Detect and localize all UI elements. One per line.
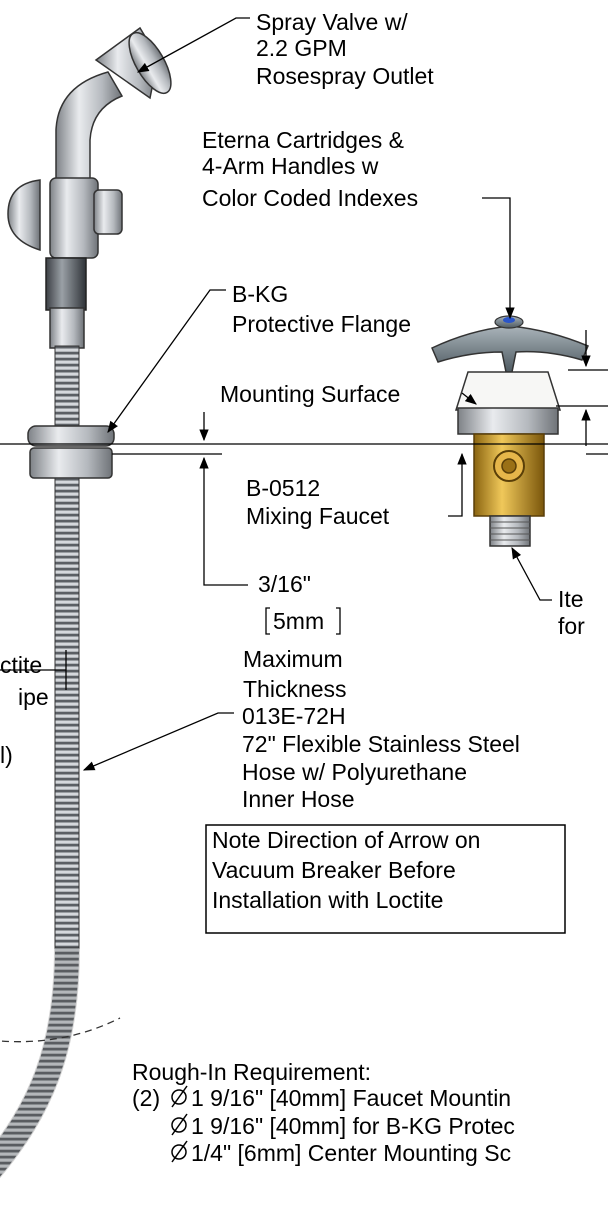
svg-text:Inner Hose: Inner Hose	[242, 786, 355, 812]
svg-text:Vacuum Breaker Before: Vacuum Breaker Before	[212, 857, 456, 883]
svg-text:Mixing Faucet: Mixing Faucet	[246, 503, 390, 529]
note-box	[205, 824, 566, 934]
svg-text:Rough-In Requirement:: Rough-In Requirement:	[132, 1059, 371, 1085]
svg-text:B-0512: B-0512	[246, 475, 320, 501]
svg-text:Maximum: Maximum	[243, 646, 343, 672]
label-left-partial: ctite ipe l)	[0, 652, 49, 768]
svg-text:Spray Valve w/: Spray Valve w/	[256, 9, 408, 35]
spray-valve-drawing	[0, 26, 172, 1179]
svg-text:Eterna Cartridges &: Eterna Cartridges &	[202, 127, 404, 153]
svg-text:Ite: Ite	[558, 586, 584, 612]
svg-text:1/4" [6mm] Center Mounting Sc: 1/4" [6mm] Center Mounting Sc	[191, 1140, 511, 1166]
label-cartridges: Eterna Cartridges & 4-Arm Handles w Colo…	[202, 127, 418, 211]
svg-text:l): l)	[0, 742, 13, 768]
svg-text:Rosespray Outlet: Rosespray Outlet	[256, 63, 434, 89]
svg-text:72" Flexible Stainless Steel: 72" Flexible Stainless Steel	[242, 731, 520, 757]
svg-text:Color Coded Indexes: Color Coded Indexes	[202, 185, 418, 211]
label-mounting-surface: Mounting Surface	[220, 381, 400, 407]
label-item-partial: Ite for	[558, 586, 585, 639]
dimension-lines	[0, 330, 608, 586]
svg-text:for: for	[558, 613, 585, 639]
label-thickness: 3/16" 5mm Maximum Thickness	[243, 571, 347, 702]
svg-text:Protective Flange: Protective Flange	[232, 311, 411, 337]
label-mixing-faucet: B-0512 Mixing Faucet	[246, 475, 390, 529]
label-hose: 013E-72H 72" Flexible Stainless Steel Ho…	[242, 703, 520, 812]
svg-text:ctite: ctite	[0, 652, 42, 678]
svg-text:2.2 GPM: 2.2 GPM	[256, 35, 347, 61]
svg-text:Installation with Loctite: Installation with Loctite	[212, 887, 443, 913]
rough-in-requirement: Rough-In Requirement: (2) 1 9/16" [40mm]…	[132, 1059, 515, 1166]
svg-text:Hose w/ Polyurethane: Hose w/ Polyurethane	[242, 759, 467, 785]
svg-text:3/16": 3/16"	[258, 571, 311, 597]
svg-text:ipe: ipe	[18, 684, 49, 710]
diameter-icon	[171, 1085, 188, 1163]
note-text: Note Direction of Arrow on Vacuum Breake…	[212, 827, 480, 913]
label-spray-valve: Spray Valve w/ 2.2 GPM Rosespray Outlet	[256, 9, 434, 89]
svg-text:Note Direction of Arrow on: Note Direction of Arrow on	[212, 827, 480, 853]
leader-lines	[0, 17, 552, 1043]
svg-text:1 9/16" [40mm] for B-KG Protec: 1 9/16" [40mm] for B-KG Protec	[191, 1113, 515, 1139]
svg-text:4-Arm Handles w: 4-Arm Handles w	[202, 153, 379, 179]
label-flange: B-KG Protective Flange	[232, 281, 411, 337]
svg-text:5mm: 5mm	[273, 608, 324, 634]
svg-text:1 9/16" [40mm] Faucet Mountin: 1 9/16" [40mm] Faucet Mountin	[191, 1085, 511, 1111]
svg-text:(2): (2)	[132, 1085, 160, 1111]
svg-text:Thickness: Thickness	[243, 676, 347, 702]
svg-text:013E-72H: 013E-72H	[242, 703, 346, 729]
mixing-faucet-drawing	[431, 315, 589, 547]
svg-text:B-KG: B-KG	[232, 281, 288, 307]
